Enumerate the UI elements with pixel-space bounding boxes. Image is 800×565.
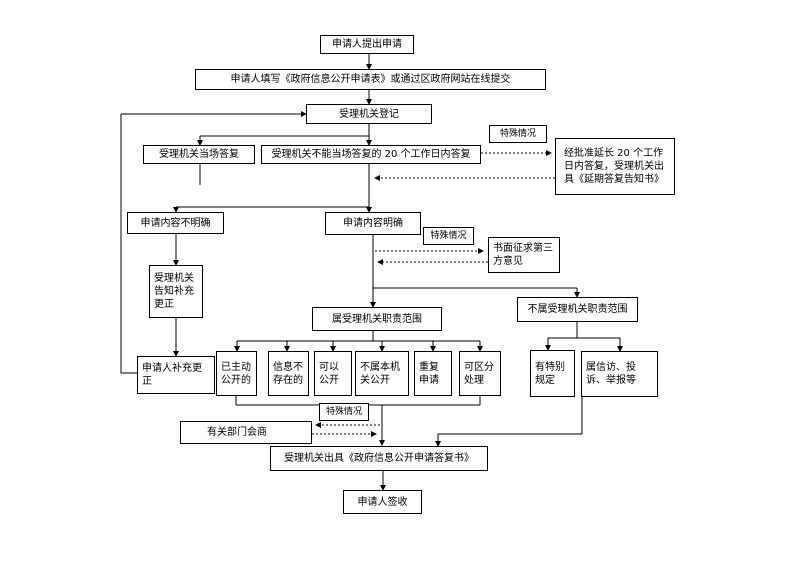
node-can-open: 可以公开 — [314, 351, 352, 396]
node-consult-departments: 有关部门会商 — [180, 421, 312, 444]
node-applicant-sign: 申请人签收 — [343, 490, 422, 514]
node-register: 受理机关登记 — [306, 104, 432, 124]
node-special-case-1: 特殊情况 — [489, 125, 547, 143]
node-apply: 申请人提出申请 — [320, 35, 414, 54]
node-extend-reply: 经批准延长 20 个工作日内答复，受理机关出具《延期答复告知书》 — [555, 138, 675, 195]
node-content-clear: 申请内容明确 — [325, 212, 421, 235]
node-fill-form: 申请人填写《政府信息公开申请表》或通过区政府网站在线提交 — [195, 69, 546, 90]
node-third-party-opinion: 书面征求第三方意见 — [488, 237, 560, 273]
node-in-scope: 属受理机关职责范围 — [312, 307, 442, 331]
node-applicant-supplement: 申请人补充更正 — [137, 356, 215, 394]
node-not-exist: 信息不存在的 — [268, 351, 309, 396]
node-not-this-agency: 不属本机关公开 — [355, 351, 409, 396]
node-reply-20-days: 受理机关不能当场答复的 20 个工作日内答复 — [261, 145, 481, 164]
node-special-case-2: 特殊情况 — [423, 227, 474, 245]
node-out-of-scope: 不属受理机关职责范围 — [517, 297, 638, 322]
node-published: 已主动公开的 — [216, 351, 257, 396]
node-reply-on-site: 受理机关当场答复 — [143, 145, 255, 164]
node-special-case-3: 特殊情况 — [319, 403, 369, 421]
node-special-rule: 有特别规定 — [530, 350, 575, 397]
node-petition: 属信访、投诉、举报等 — [581, 351, 658, 397]
node-repeat-request: 重复申请 — [414, 351, 452, 396]
node-partial-processing: 可区分处理 — [459, 351, 501, 396]
node-issue-reply-book: 受理机关出具《政府信息公开申请答复书》 — [270, 446, 488, 471]
node-notify-supplement: 受理机关告知补充更正 — [149, 265, 203, 318]
node-content-unclear: 申请内容不明确 — [127, 212, 224, 234]
